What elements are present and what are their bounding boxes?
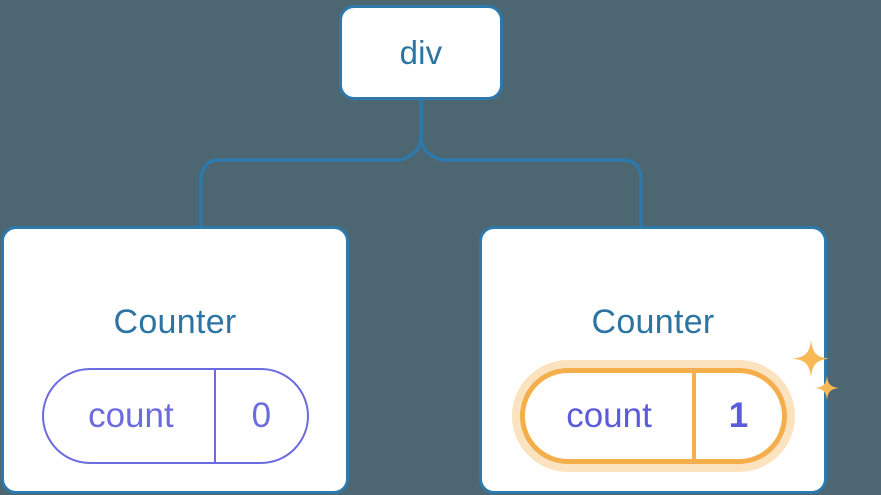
node-counter-right[interactable]: Counter count 1 (479, 226, 839, 494)
sparkle-large-icon (792, 339, 829, 377)
node-div-label: div (399, 34, 443, 71)
state-value-right: 1 (691, 372, 782, 459)
edge-root-to-right (419, 98, 643, 228)
node-counter-left-title: Counter (113, 302, 237, 341)
sparkle-small-icon (814, 375, 839, 400)
state-key-left: count (88, 396, 174, 435)
node-div[interactable]: div (339, 5, 503, 100)
state-key-right: count (566, 396, 652, 435)
state-pill-wrapper-right: count 1 (519, 339, 839, 464)
edge-root-to-left (199, 98, 423, 228)
state-pill-wrapper-left: count 0 (41, 367, 309, 464)
state-value-left: 0 (214, 369, 306, 462)
state-pill-right-highlighted[interactable]: count 1 (519, 367, 787, 464)
state-pill-left[interactable]: count 0 (41, 367, 309, 464)
sparkles-group (792, 339, 839, 400)
node-counter-left[interactable]: Counter count 0 (1, 226, 349, 494)
node-counter-right-title: Counter (591, 302, 715, 341)
